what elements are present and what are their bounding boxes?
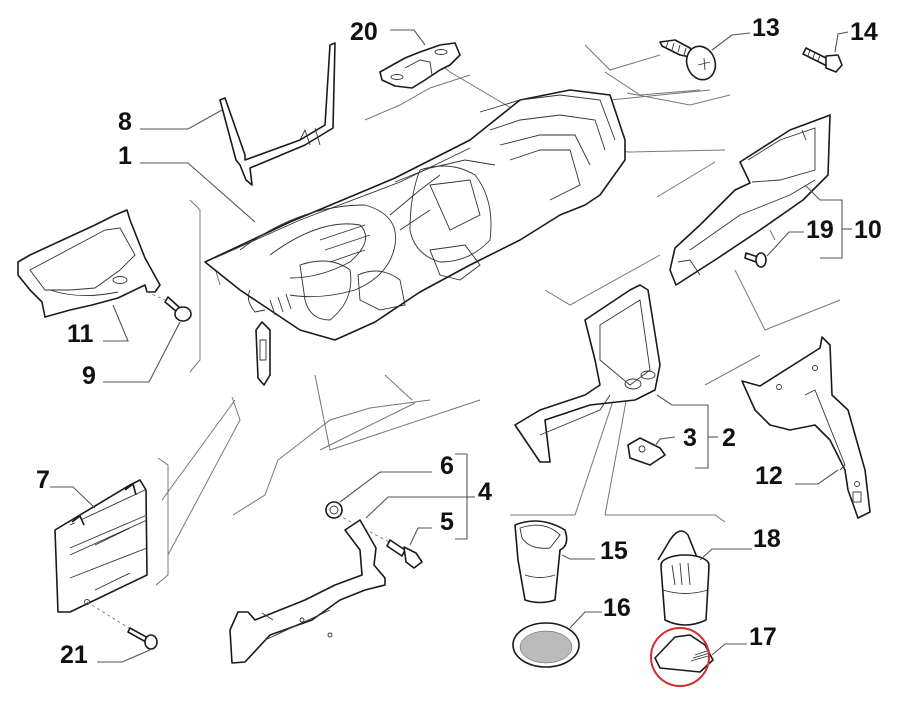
part-5-bolt[interactable] <box>386 539 423 569</box>
leader-lines <box>50 29 852 663</box>
part-11-pocket[interactable] <box>17 209 161 318</box>
part-18-ashtray[interactable] <box>657 530 710 626</box>
part-17-lid[interactable] <box>650 627 714 687</box>
callout-19[interactable]: 19 <box>806 216 834 244</box>
part-3-clip[interactable] <box>627 437 666 466</box>
callout-13[interactable]: 13 <box>752 14 780 42</box>
callout-7[interactable]: 7 <box>36 466 50 494</box>
callout-20[interactable]: 20 <box>350 18 378 46</box>
callout-6[interactable]: 6 <box>440 452 454 480</box>
part-1-dashboard[interactable] <box>204 89 626 386</box>
callout-11[interactable]: 11 <box>67 320 94 348</box>
part-13-screw[interactable] <box>659 39 720 84</box>
callout-2[interactable]: 2 <box>722 424 736 452</box>
part-2-console-trim[interactable] <box>514 284 661 463</box>
callout-9[interactable]: 9 <box>82 362 96 390</box>
callout-4[interactable]: 4 <box>478 478 492 506</box>
part-4-support[interactable] <box>229 519 386 664</box>
callout-5[interactable]: 5 <box>440 508 454 536</box>
guide-lines <box>155 44 841 586</box>
part-16-mesh[interactable] <box>512 622 580 668</box>
callout-10[interactable]: 10 <box>854 216 882 244</box>
callout-17[interactable]: 17 <box>749 623 777 651</box>
part-19-screw[interactable] <box>744 252 767 268</box>
part-21-screw[interactable] <box>127 627 158 650</box>
callout-3[interactable]: 3 <box>683 424 697 452</box>
part-10-glovebox[interactable] <box>669 114 831 286</box>
part-17-highlight-circle <box>650 627 710 687</box>
callout-14[interactable]: 14 <box>850 18 878 46</box>
part-8-bracket[interactable] <box>219 42 336 186</box>
callout-15[interactable]: 15 <box>600 537 628 565</box>
part-15-cup-holder[interactable] <box>514 520 568 604</box>
part-20-bracket[interactable] <box>379 42 461 89</box>
callout-1[interactable]: 1 <box>118 142 132 170</box>
part-14-bolt[interactable] <box>802 47 843 73</box>
callout-16[interactable]: 16 <box>603 594 631 622</box>
part-7-module[interactable] <box>54 479 148 631</box>
part-12-bracket[interactable] <box>741 336 871 519</box>
part-9-screw[interactable] <box>146 291 192 322</box>
callout-21[interactable]: 21 <box>60 641 88 669</box>
callout-18[interactable]: 18 <box>753 525 781 553</box>
callout-8[interactable]: 8 <box>118 108 132 136</box>
callout-labels: 20 13 14 8 1 19 10 11 9 3 2 6 12 7 4 5 1… <box>36 14 882 669</box>
callout-12[interactable]: 12 <box>755 462 783 490</box>
